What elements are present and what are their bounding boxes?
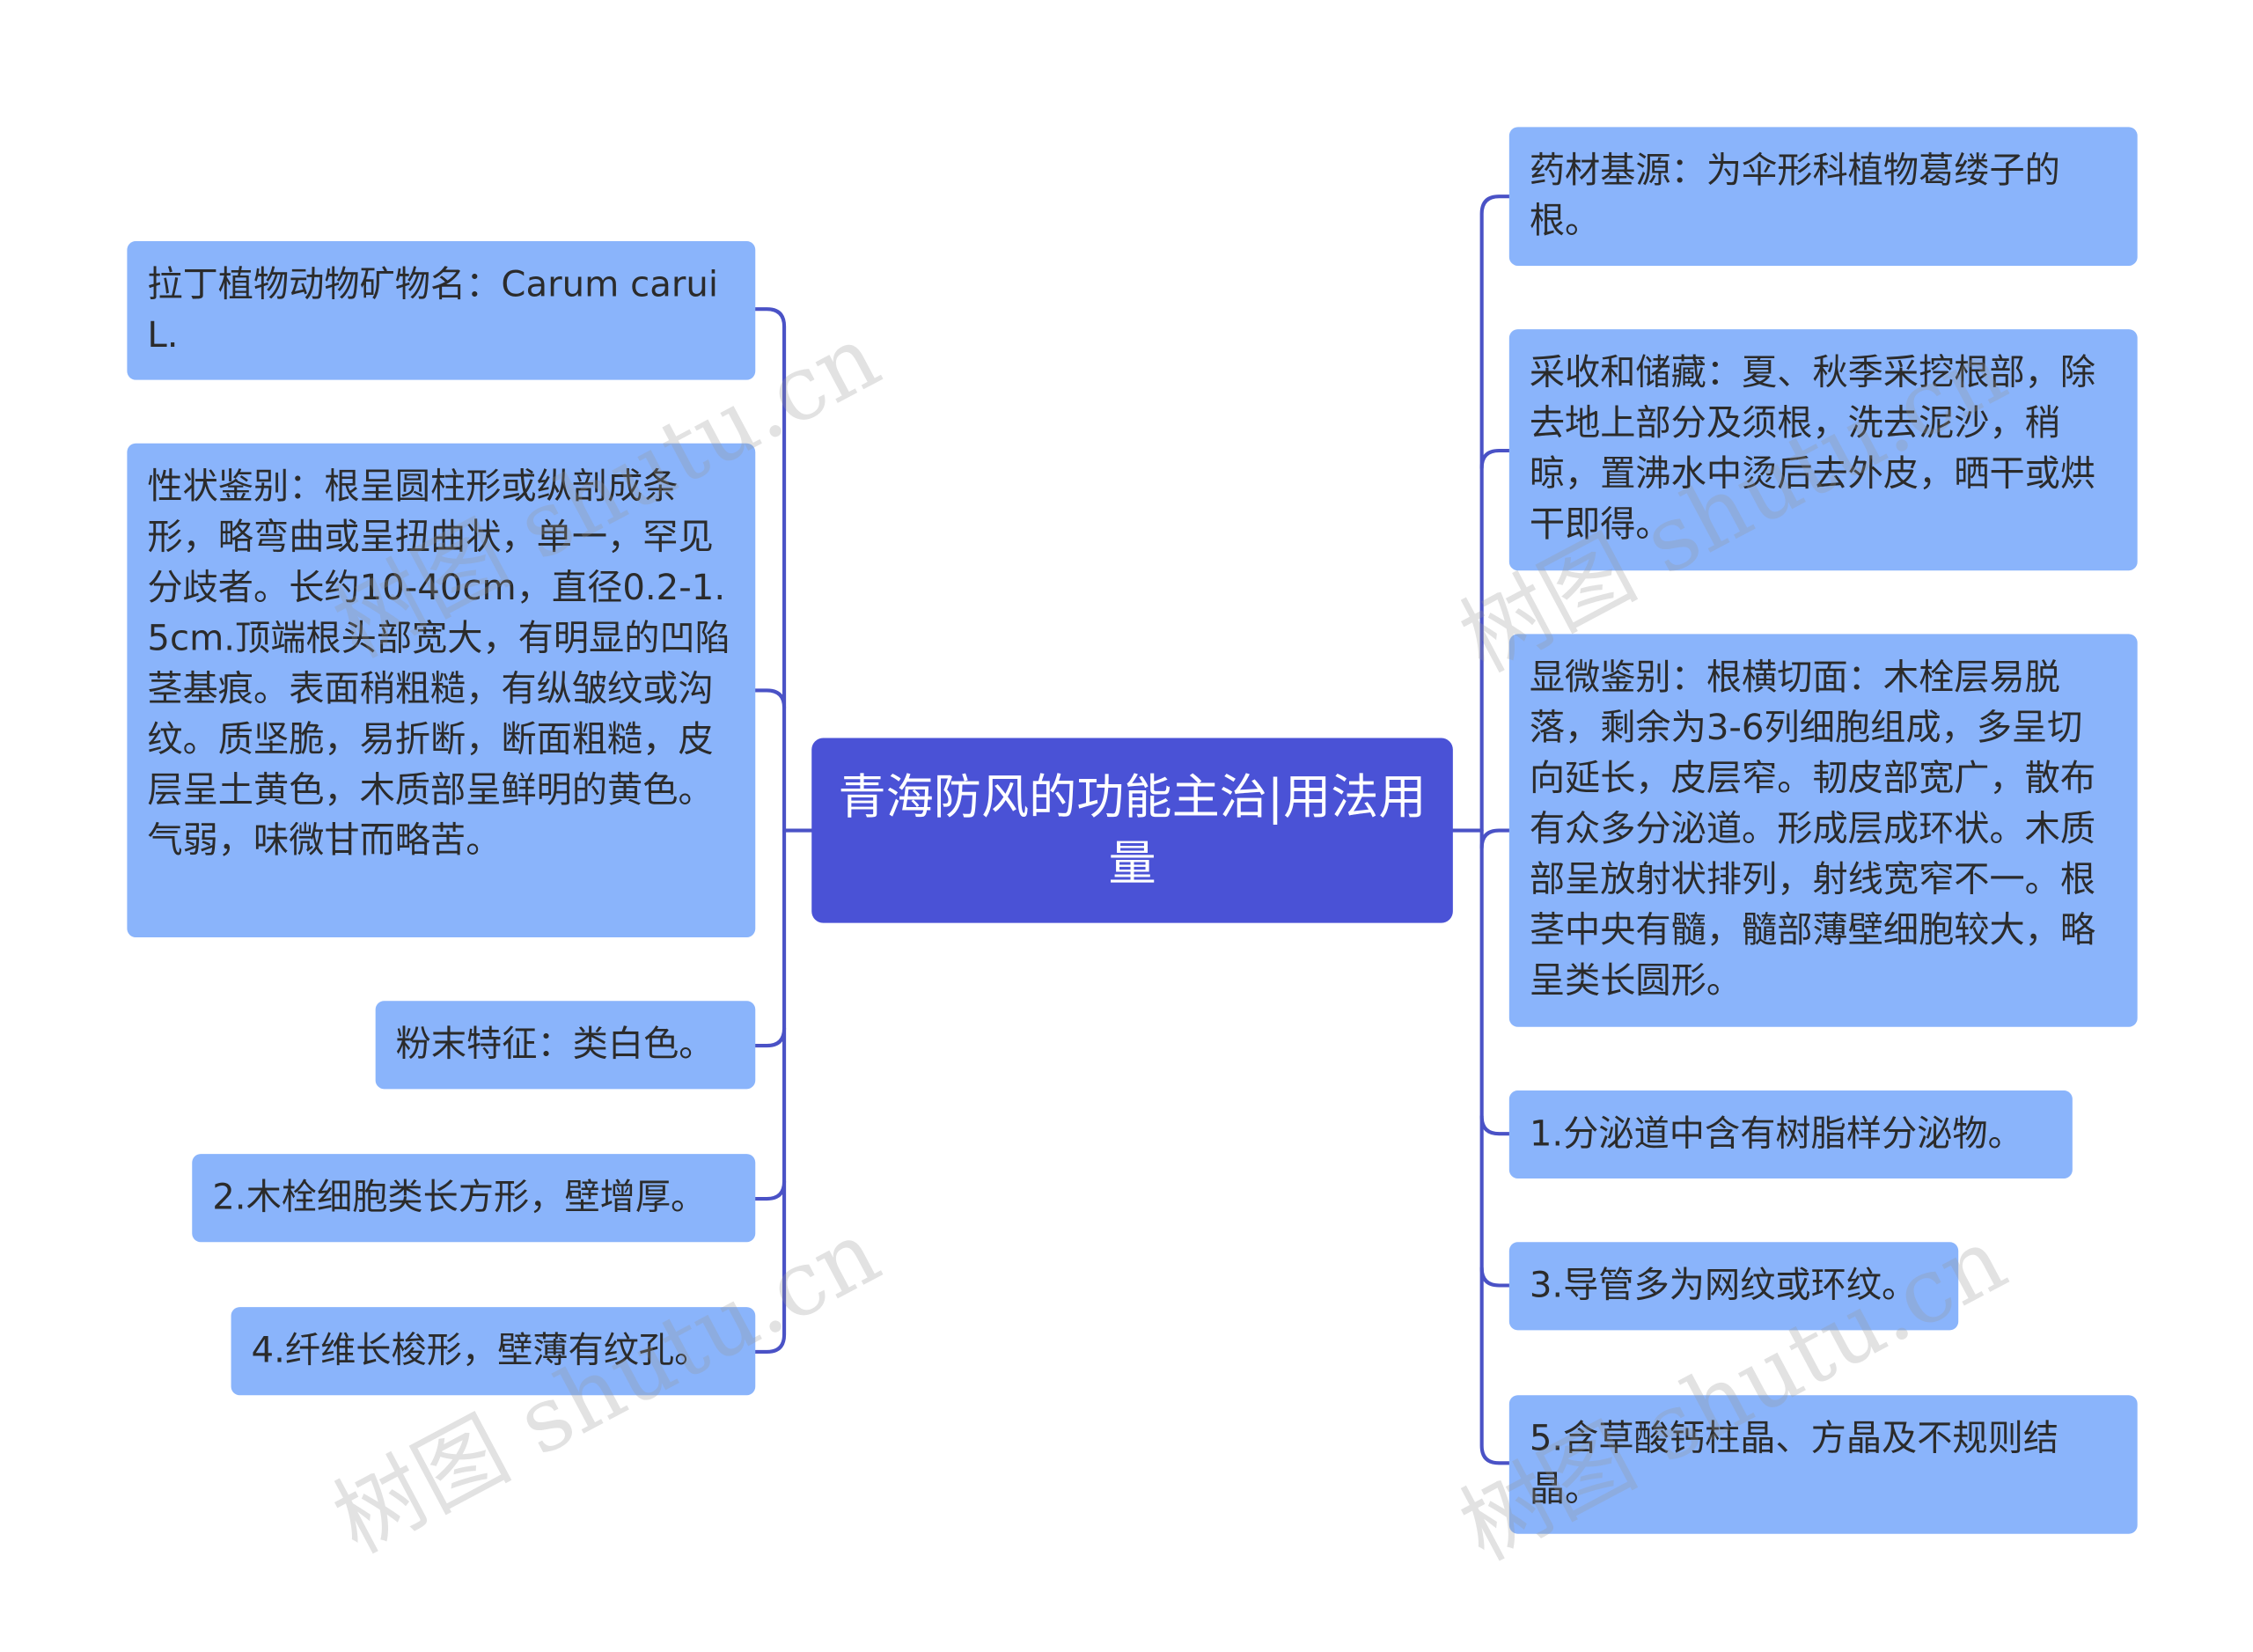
topic-label: 4.纤维长梭形，壁薄有纹孔。 — [251, 1328, 710, 1371]
topic-label: 性状鉴别：根呈圆柱形或纵剖成条形，略弯曲或呈扭曲状，单一，罕见分歧者。长约10-… — [147, 465, 730, 862]
topic-fibers[interactable]: 4.纤维长梭形，壁薄有纹孔。 — [231, 1307, 756, 1396]
connector-left-3 — [753, 1026, 787, 1048]
topic-cork-cells[interactable]: 2.木栓细胞类长方形，壁增厚。 — [192, 1154, 756, 1243]
topic-latin-name[interactable]: 拉丁植物动物矿物名：Carum carui L. — [127, 241, 756, 380]
topic-powder[interactable]: 粉末特征：类白色。 — [375, 1001, 756, 1090]
topic-label: 拉丁植物动物矿物名：Carum carui L. — [147, 262, 719, 356]
connector-right-trunk — [1479, 195, 1511, 1465]
root-topic-label: 青海防风的功能主治|用法用量 — [838, 768, 1427, 892]
topic-label: 3.导管多为网纹或环纹。 — [1529, 1263, 1918, 1306]
topic-label: 采收和储藏：夏、秋季采挖根部，除去地上部分及须根，洗去泥沙，稍晾，置沸水中烫后去… — [1529, 350, 2096, 545]
connector-left-4 — [753, 1179, 787, 1201]
topic-label: 药材基源：为伞形科植物葛缕子的根。 — [1529, 149, 2060, 242]
topic-label: 2.木栓细胞类长方形，壁增厚。 — [212, 1175, 707, 1218]
topic-vessels[interactable]: 3.导管多为网纹或环纹。 — [1508, 1242, 1959, 1331]
topic-label: 1.分泌道中含有树脂样分泌物。 — [1529, 1112, 2023, 1155]
connector-left-2 — [753, 688, 787, 710]
topic-harvest[interactable]: 采收和储藏：夏、秋季采挖根部，除去地上部分及须根，洗去泥沙，稍晾，置沸水中烫后去… — [1508, 329, 2138, 571]
topic-appearance[interactable]: 性状鉴别：根呈圆柱形或纵剖成条形，略弯曲或呈扭曲状，单一，罕见分歧者。长约10-… — [127, 443, 756, 938]
topic-label: 5.含草酸钙柱晶、方晶及不规则结晶。 — [1529, 1416, 2059, 1509]
connector-right-2 — [1479, 448, 1511, 470]
topic-label: 粉末特征：类白色。 — [395, 1022, 715, 1065]
connector-right-5 — [1479, 1266, 1511, 1288]
connector-right-4 — [1479, 1114, 1511, 1136]
topic-microscopy[interactable]: 显微鉴别：根横切面：木栓层易脱落，剩余为3-6列细胞组成，多呈切向延长，皮层窄。… — [1508, 634, 2138, 1027]
topic-label: 显微鉴别：根横切面：木栓层易脱落，剩余为3-6列细胞组成，多呈切向延长，皮层窄。… — [1529, 656, 2096, 1002]
root-topic[interactable]: 青海防风的功能主治|用法用量 — [811, 738, 1453, 923]
topic-crystals[interactable]: 5.含草酸钙柱晶、方晶及不规则结晶。 — [1508, 1395, 2138, 1534]
connector-left-trunk — [753, 307, 787, 1355]
connector-right-3 — [1479, 828, 1511, 850]
topic-secretory-canals[interactable]: 1.分泌道中含有树脂样分泌物。 — [1508, 1090, 2073, 1179]
topic-source[interactable]: 药材基源：为伞形科植物葛缕子的根。 — [1508, 127, 2138, 266]
